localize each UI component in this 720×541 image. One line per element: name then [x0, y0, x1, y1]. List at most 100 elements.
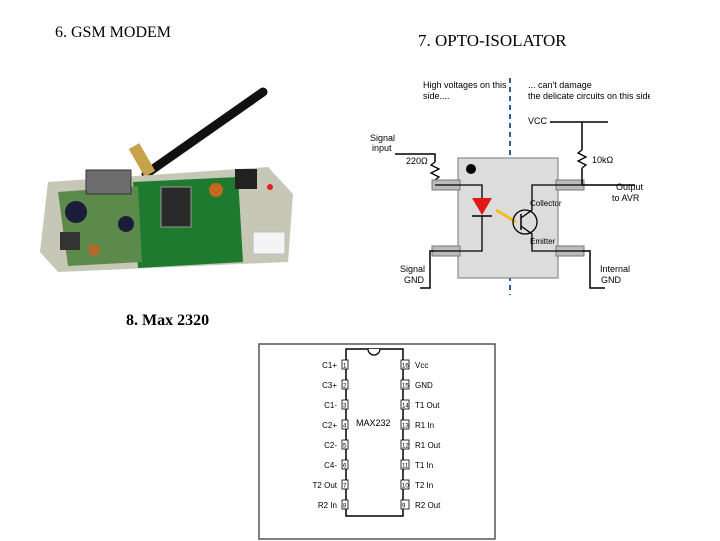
pin-number: 13	[402, 424, 409, 430]
chip-label: MAX232	[356, 418, 391, 428]
capacitor	[88, 244, 100, 256]
pin-box	[341, 439, 349, 450]
pin-box	[341, 359, 349, 370]
pin-label: T1 Out	[415, 401, 440, 410]
label-sticker	[252, 231, 286, 255]
pin-box	[400, 359, 410, 370]
db9-connector	[85, 169, 132, 195]
pin-box	[400, 499, 410, 510]
pin-box	[341, 459, 349, 470]
resistor-10k	[576, 149, 588, 169]
led-diode	[472, 198, 492, 215]
left-note-line1: High voltages on this	[423, 80, 507, 90]
pin-number: 14	[402, 404, 409, 410]
pin-number: 12	[402, 444, 409, 450]
ic-notch	[367, 348, 381, 356]
pin-number: 4	[343, 424, 347, 430]
pin-number: 9	[402, 504, 406, 510]
gsm-modem-heading: 6. GSM MODEM	[55, 24, 172, 41]
pin-number: 7	[343, 484, 347, 490]
right-note-line2: the delicate circuits on this side	[528, 91, 650, 101]
signal-gnd-line2: GND	[404, 275, 425, 285]
max232-heading: 8. Max 2320	[126, 312, 210, 329]
pin-label: Vcc	[415, 361, 428, 370]
pin-number: 8	[343, 504, 347, 510]
opto-isolator-diagram: High voltages on this side.... ... can't…	[370, 78, 650, 295]
pin-label: C4-	[324, 461, 337, 470]
pin-box	[341, 379, 349, 390]
pin-number: 6	[343, 464, 347, 470]
signal-gnd-line1: Signal	[400, 264, 425, 274]
pin-number: 2	[343, 384, 347, 390]
signal-gnd-wire	[420, 250, 435, 289]
pin-box	[400, 419, 410, 430]
emitter-wire	[520, 225, 582, 252]
pin-label: C2-	[324, 441, 337, 450]
vcc-label: VCC	[528, 116, 548, 126]
pin-number: 15	[402, 384, 409, 390]
right-note-line1: ... can't damage	[528, 80, 592, 90]
led	[267, 184, 273, 190]
opto-isolator-heading: 7. OPTO-ISOLATOR	[418, 31, 567, 50]
signal-input-line1: Signal	[370, 133, 395, 143]
capacitor	[118, 216, 134, 232]
antenna-connector	[128, 143, 156, 177]
jack	[235, 169, 257, 189]
pin-label: C3+	[322, 381, 337, 390]
pin-box	[400, 439, 410, 450]
wire	[395, 153, 436, 162]
pin-box	[400, 379, 410, 390]
pin-number: 1	[343, 364, 347, 370]
output-wire	[581, 168, 635, 186]
antenna	[141, 87, 268, 179]
pin-box	[341, 479, 349, 490]
pin-box	[341, 419, 349, 430]
pin-label: T2 Out	[313, 481, 338, 490]
pin-label: R1 In	[415, 421, 434, 430]
pin-box	[400, 459, 410, 470]
pin-label: T2 In	[415, 481, 433, 490]
wire	[435, 216, 483, 252]
pin-number: 10	[402, 484, 409, 490]
pin1-dot	[466, 164, 476, 174]
pin-label: R2 In	[318, 501, 337, 510]
internal-gnd-wire	[582, 250, 605, 289]
r2-label: 10kΩ	[592, 155, 614, 165]
header	[60, 232, 80, 250]
gsm-modem-photo	[40, 87, 293, 272]
pin-box	[341, 499, 349, 510]
left-note-line2: side....	[423, 91, 450, 101]
internal-gnd-line2: GND	[601, 275, 622, 285]
inductor	[209, 183, 223, 197]
pin-box	[400, 399, 410, 410]
output-line1: Output	[616, 182, 644, 192]
pin-label: T1 In	[415, 461, 433, 470]
output-line2: to AVR	[612, 193, 640, 203]
r1-label: 220Ω	[406, 156, 428, 166]
collector-label: Collector	[530, 199, 562, 208]
pin-label: R2 Out	[415, 501, 441, 510]
ic-body	[345, 348, 404, 517]
resistor-220	[429, 161, 441, 181]
wire	[435, 184, 483, 198]
signal-input-line2: input	[372, 143, 392, 153]
opto-package	[457, 157, 559, 279]
pin-label: C1-	[324, 401, 337, 410]
pin-label: C1+	[322, 361, 337, 370]
collector-wire	[520, 184, 582, 219]
max232-pinout-diagram: MAX232 1C1+2C3+3C1-4C2+5C2-6C4-7T2 Out8R…	[258, 343, 496, 540]
pin-box	[400, 479, 410, 490]
pin-label: R1 Out	[415, 441, 441, 450]
pin-box	[341, 399, 349, 410]
pin-number: 16	[402, 364, 409, 370]
pin-label: GND	[415, 381, 433, 390]
pin-number: 5	[343, 444, 347, 450]
pin-label: C2+	[322, 421, 337, 430]
emitter-label: Emitter	[530, 237, 556, 246]
phototransistor	[512, 209, 538, 235]
capacitor	[65, 201, 87, 223]
pin-number: 11	[402, 464, 409, 470]
internal-gnd-line1: Internal	[600, 264, 630, 274]
sim-holder	[160, 186, 192, 228]
